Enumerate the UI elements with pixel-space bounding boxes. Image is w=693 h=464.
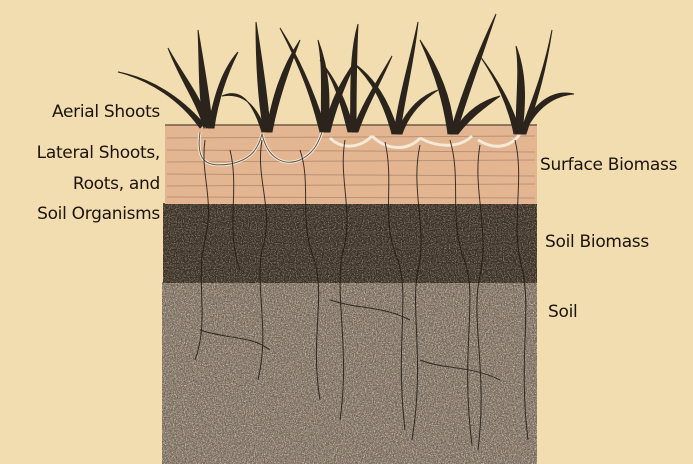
lateral-shoots-label-line1: Lateral Shoots, [0,142,160,165]
aerial-shoots [118,14,574,134]
soil-label: Soil [548,301,577,324]
grass-tuft [222,22,300,132]
grass-tuft [352,22,438,134]
surface-biomass-label: Surface Biomass [540,154,677,177]
soil-biomass-label: Soil Biomass [545,231,649,254]
grass-tuft [480,30,574,134]
lateral-shoots-label-line2: Roots, and [0,173,160,196]
grass-tuft [420,14,500,134]
aerial-shoots-label: Aerial Shoots [0,101,160,124]
lateral-shoots-label-line3: Soil Organisms [0,203,160,226]
